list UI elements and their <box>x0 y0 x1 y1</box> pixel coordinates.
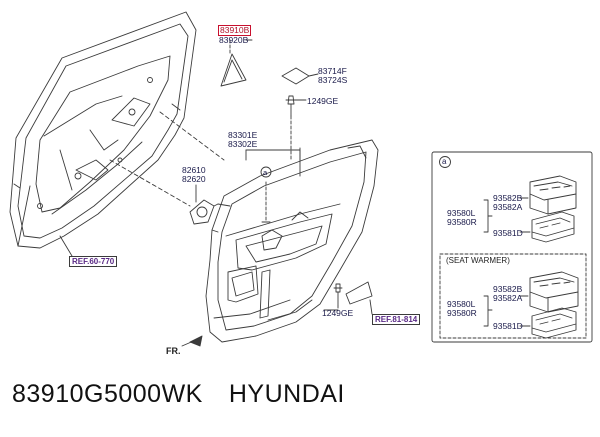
inset-93582b: 93582B <box>493 193 523 203</box>
footer-brand: HYUNDAI <box>228 380 345 408</box>
footer-part-number: 83910G5000WK <box>12 380 203 408</box>
seat-93580l: 93580L <box>447 299 476 309</box>
corner-garnish <box>220 39 247 87</box>
seat-93580r: 93580R <box>447 308 477 318</box>
door-trim-panel <box>205 139 379 343</box>
seat-warmer-title: (SEAT WARMER) <box>444 256 512 265</box>
footer-caption: 83910G5000WK HYUNDAI <box>12 380 345 409</box>
pad-piece <box>281 67 319 85</box>
marker-a-label: a <box>263 168 268 177</box>
front-direction-label: FR. <box>166 346 181 356</box>
inset-93580r: 93580R <box>447 217 477 227</box>
ref-81-814[interactable]: REF.81-814 <box>372 314 421 325</box>
inset-93582a: 93582A <box>493 202 523 212</box>
inset-93580l: 93580L <box>447 208 476 218</box>
callout-83910b: 83910B <box>218 25 252 36</box>
callout-83302e: 83302E <box>228 139 258 149</box>
leader-lines <box>59 39 301 257</box>
front-arrow-icon <box>181 335 203 347</box>
speaker-cover <box>189 199 219 225</box>
callout-1249ge-bottom: 1249GE <box>322 308 354 318</box>
seat-93581d: 93581D <box>493 321 523 331</box>
seat-93582b: 93582B <box>493 284 523 294</box>
marker-a-circle <box>260 166 272 178</box>
callout-1249ge-top: 1249GE <box>307 96 339 106</box>
callout-82620: 82620 <box>182 174 206 184</box>
callout-83714f: 83714F <box>318 66 347 76</box>
callout-83724s: 83724S <box>318 75 348 85</box>
trim-clip <box>345 281 373 315</box>
switch-inset <box>431 151 593 343</box>
screw-top <box>285 95 307 161</box>
screw-bottom <box>323 283 343 311</box>
inset-93581d: 93581D <box>493 228 523 238</box>
door-frame <box>9 11 197 249</box>
seat-93582a: 93582A <box>493 293 523 303</box>
ref-60-770[interactable]: REF.60-770 <box>69 256 118 267</box>
callout-83301e: 83301E <box>228 130 258 140</box>
callout-83920b: 83920B <box>219 35 249 45</box>
callout-82610: 82610 <box>182 165 206 175</box>
inset-tag-a: a <box>442 157 447 166</box>
